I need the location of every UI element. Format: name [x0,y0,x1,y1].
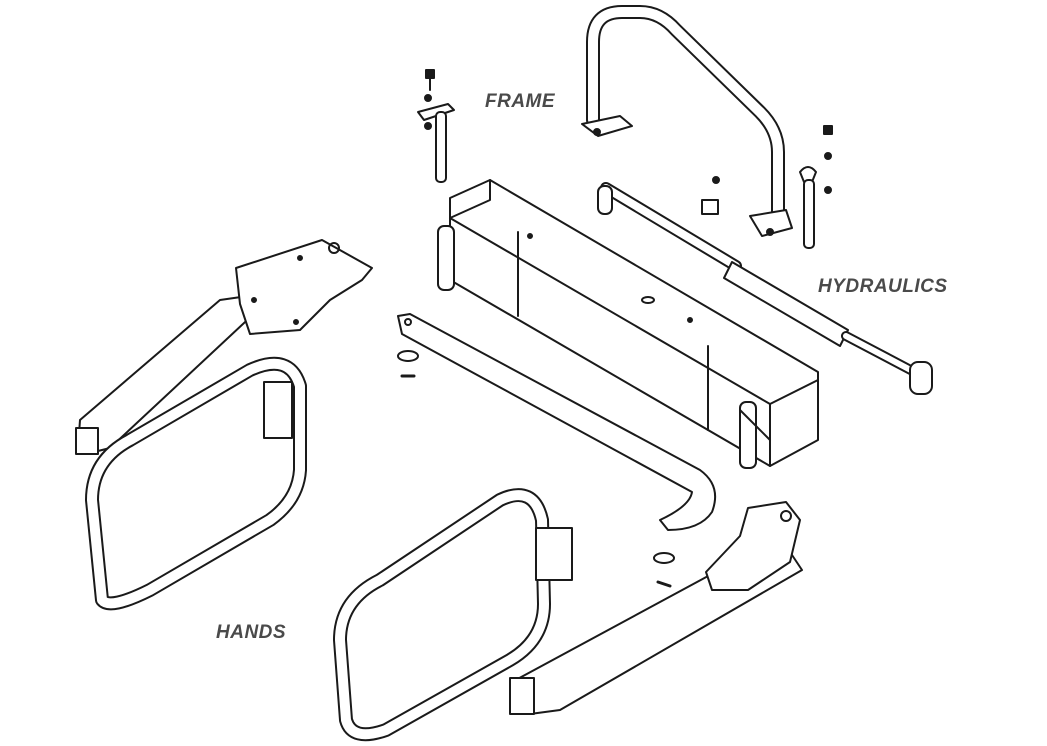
hands-label: HANDS [216,622,287,643]
roll-bar [581,5,793,237]
right-arm [509,501,803,715]
frame-label: FRAME [485,91,556,112]
hitch-bar [397,313,716,588]
hand-grip-right [333,488,573,742]
frame-pin-left [417,69,455,183]
main-beam [437,179,819,469]
hand-grip-left [85,356,307,611]
frame-pin-right [701,125,833,249]
hydraulic-cylinder [597,182,933,395]
left-arm [75,239,373,455]
hydraulics-label: HYDRAULICS [818,276,948,297]
